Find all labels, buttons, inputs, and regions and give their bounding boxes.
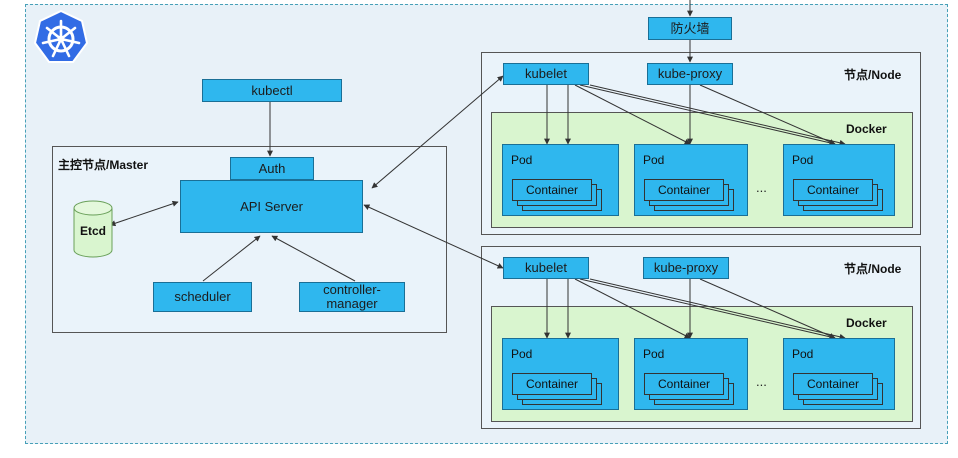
pod-label: Pod (511, 153, 533, 167)
kubelet-box-2: kubelet (503, 257, 589, 279)
pod-2-1: Pod Container (502, 338, 619, 410)
docker-label-2: Docker (846, 316, 887, 330)
kubernetes-logo-icon (33, 10, 89, 63)
api-server-box: API Server (180, 180, 363, 233)
docker-label-1: Docker (846, 122, 887, 136)
etcd-label: Etcd (80, 224, 107, 238)
container-box: Container (512, 373, 592, 395)
pod-1-2: Pod Container (634, 144, 748, 216)
pod-label: Pod (792, 347, 814, 361)
pod-1-1: Pod Container (502, 144, 619, 216)
pod-2-2: Pod Container (634, 338, 748, 410)
kubectl-box: kubectl (202, 79, 342, 102)
kubelet-box-1: kubelet (503, 63, 589, 85)
ellipsis: ... (756, 180, 767, 195)
auth-box: Auth (230, 157, 314, 180)
container-box: Container (644, 179, 724, 201)
pod-label: Pod (643, 347, 665, 361)
node-title-2: 节点/Node (844, 262, 902, 276)
controller-manager-box: controller- manager (299, 282, 405, 312)
pod-label: Pod (792, 153, 814, 167)
node-title-1: 节点/Node (844, 68, 902, 82)
kube-proxy-box-2: kube-proxy (643, 257, 729, 279)
pod-label: Pod (643, 153, 665, 167)
etcd-cylinder-icon (73, 200, 113, 258)
container-box: Container (793, 179, 873, 201)
container-box: Container (512, 179, 592, 201)
pod-1-3: Pod Container (783, 144, 895, 216)
scheduler-box: scheduler (153, 282, 252, 312)
pod-label: Pod (511, 347, 533, 361)
master-title: 主控节点/Master (58, 158, 149, 172)
pod-2-3: Pod Container (783, 338, 895, 410)
container-box: Container (793, 373, 873, 395)
kube-proxy-box-1: kube-proxy (647, 63, 733, 85)
ellipsis: ... (756, 374, 767, 389)
firewall-box: 防火墙 (648, 17, 732, 40)
container-box: Container (644, 373, 724, 395)
